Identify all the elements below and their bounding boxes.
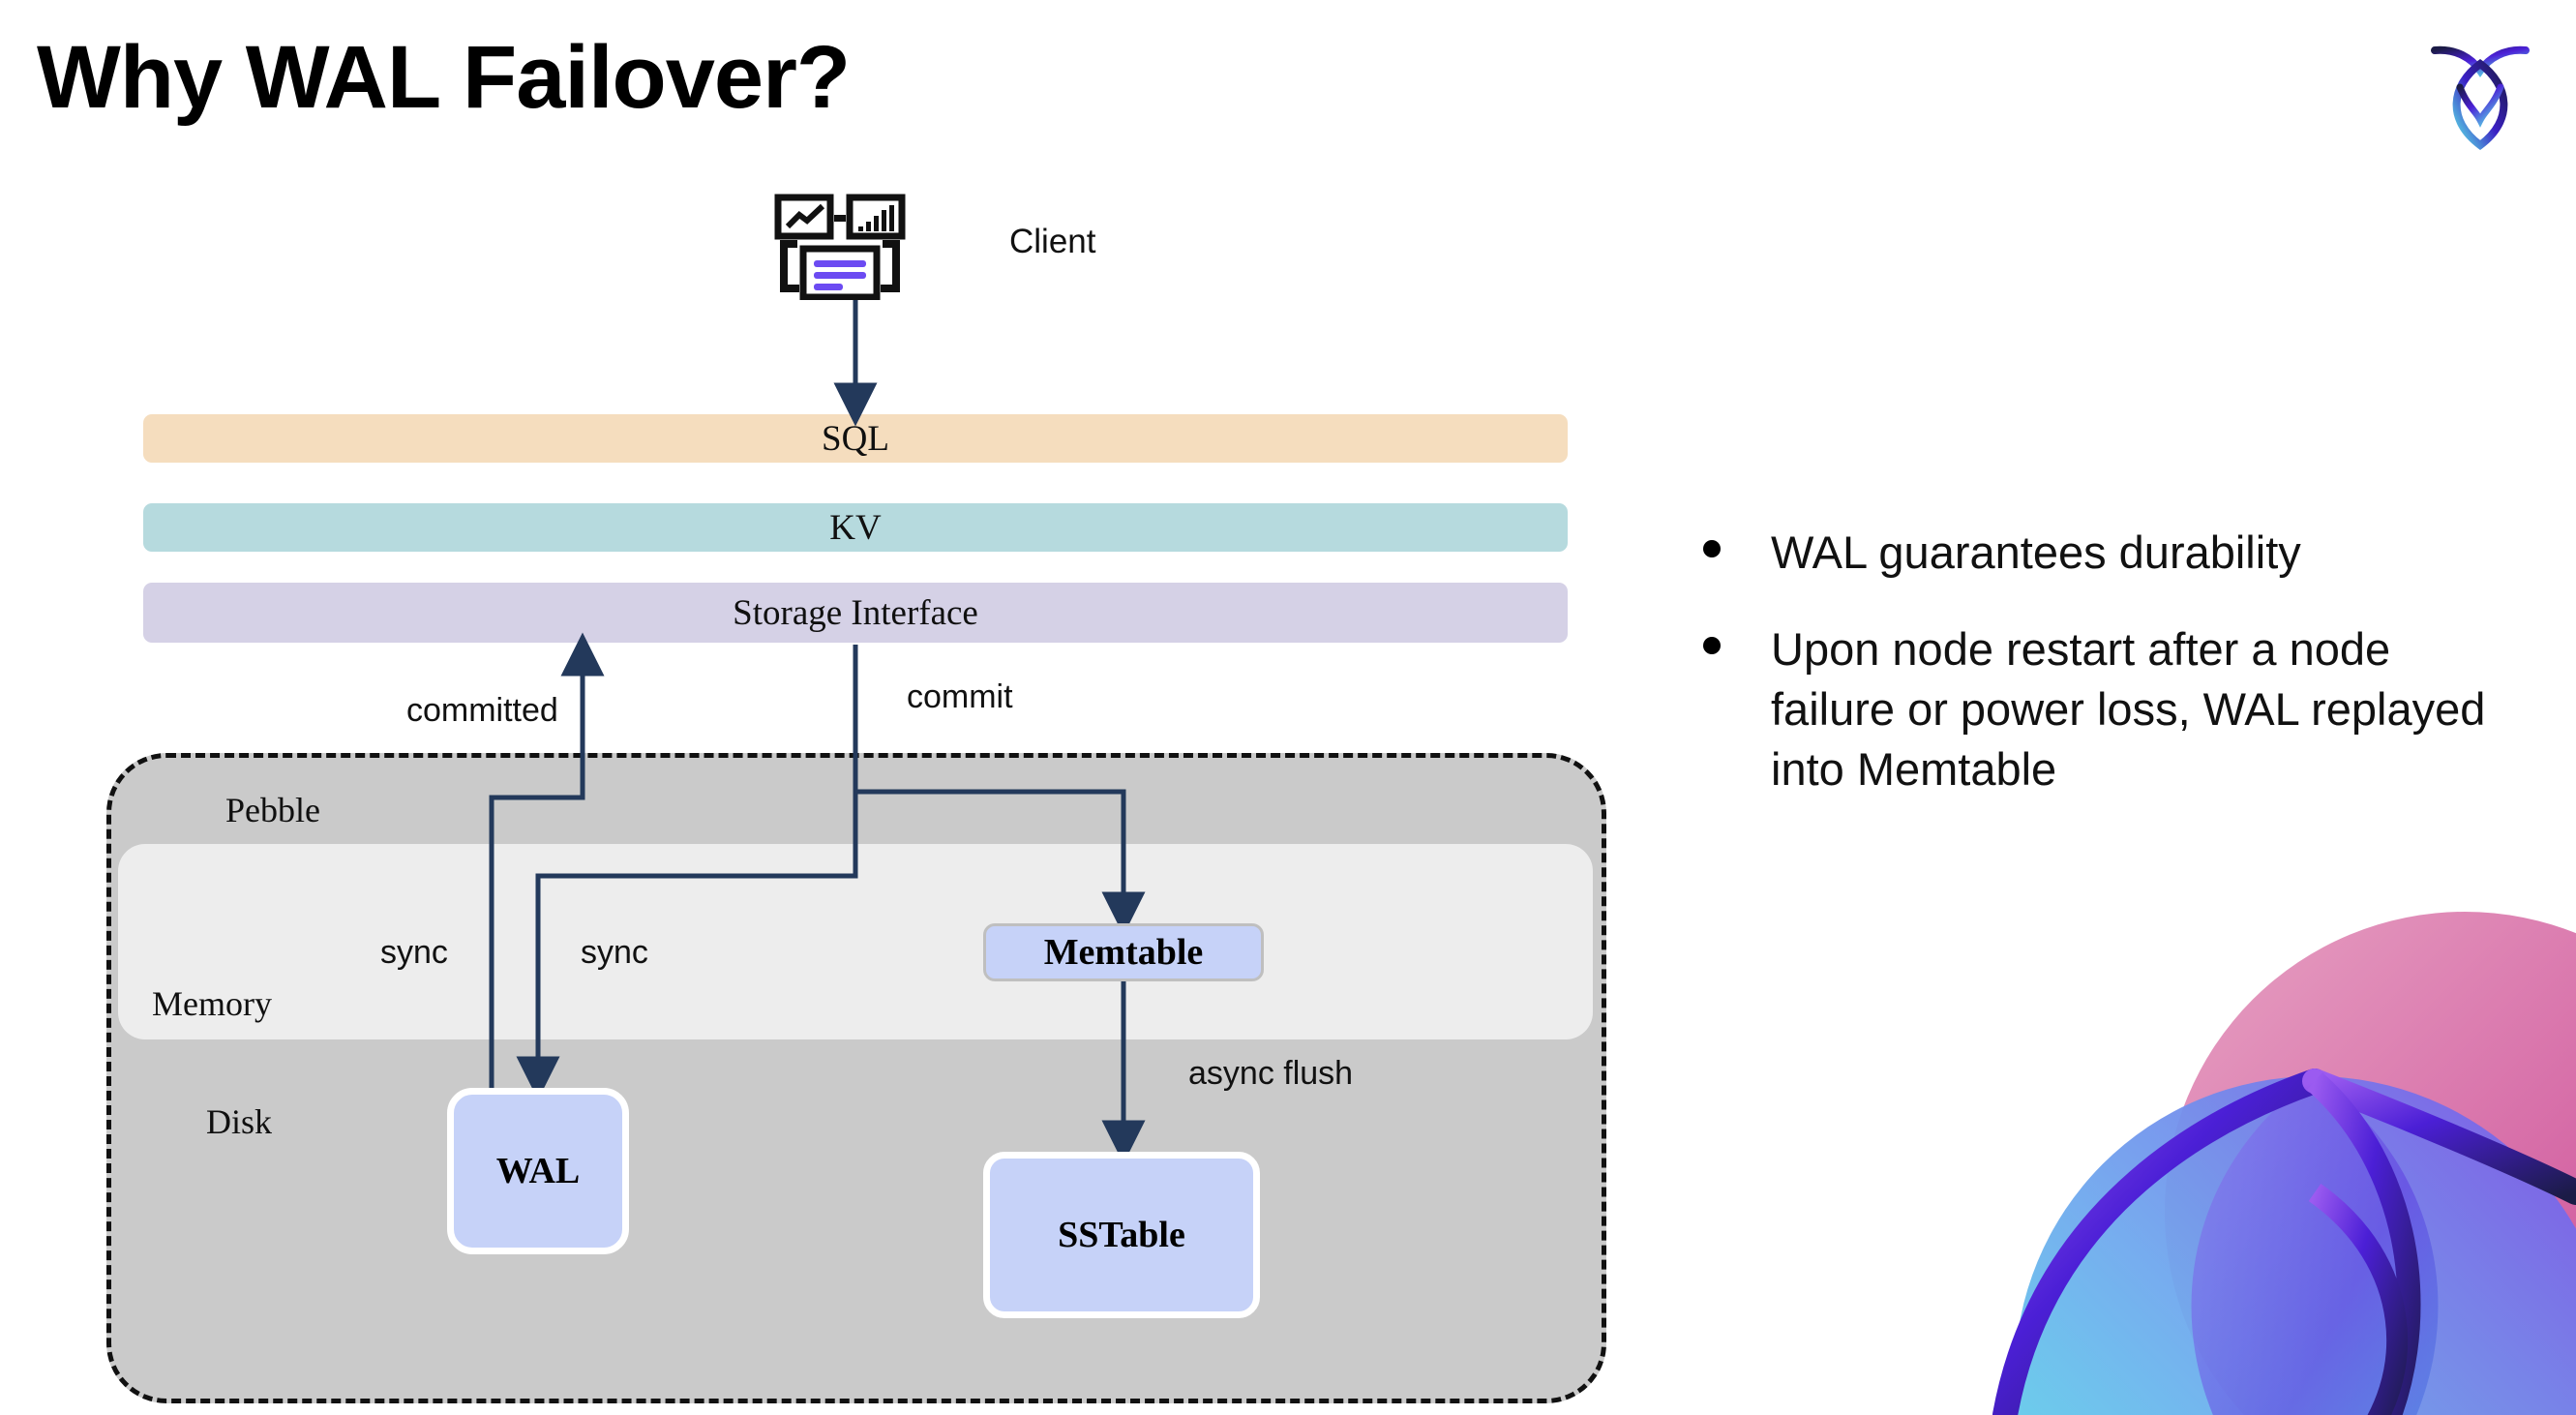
list-item: Upon node restart after a node failure o… — [1703, 619, 2497, 799]
bullet-list: WAL guarantees durability Upon node rest… — [1703, 523, 2497, 836]
layer-storage-label: Storage Interface — [733, 592, 978, 633]
bullet-dot-icon — [1703, 637, 1721, 655]
layer-sql[interactable]: SQL — [143, 414, 1568, 463]
memory-label: Memory — [152, 984, 272, 1023]
list-item: WAL guarantees durability — [1703, 523, 2497, 583]
bullet-text: WAL guarantees durability — [1771, 527, 2301, 578]
node-sstable-label: SSTable — [1058, 1215, 1185, 1255]
memory-container — [118, 844, 1593, 1039]
pebble-label: Pebble — [225, 791, 320, 829]
bullet-dot-icon — [1703, 540, 1721, 557]
edge-label-commit: commit — [907, 678, 1013, 715]
node-wal[interactable]: WAL — [447, 1088, 629, 1254]
layer-storage-interface[interactable]: Storage Interface — [143, 583, 1568, 643]
cockroachdb-logo — [2417, 27, 2543, 153]
page-title: Why WAL Failover? — [37, 28, 851, 127]
node-sstable[interactable]: SSTable — [983, 1152, 1260, 1318]
disk-label: Disk — [206, 1102, 273, 1141]
layer-sql-label: SQL — [822, 418, 889, 459]
edge-label-sync-a: sync — [380, 934, 448, 971]
edge-label-committed: committed — [406, 692, 558, 729]
layer-kv-label: KV — [829, 507, 882, 548]
client-label: Client — [1009, 223, 1096, 260]
cockroachdb-decorative-art — [1899, 873, 2576, 1415]
edge-label-sync-b: sync — [581, 934, 648, 971]
node-memtable[interactable]: Memtable — [983, 923, 1264, 981]
client-dashboard-icon — [774, 194, 929, 301]
bullet-text: Upon node restart after a node failure o… — [1771, 623, 2486, 796]
node-memtable-label: Memtable — [1043, 932, 1204, 973]
node-wal-label: WAL — [495, 1151, 581, 1191]
edge-label-async-flush: async flush — [1188, 1055, 1354, 1092]
layer-kv[interactable]: KV — [143, 503, 1568, 552]
